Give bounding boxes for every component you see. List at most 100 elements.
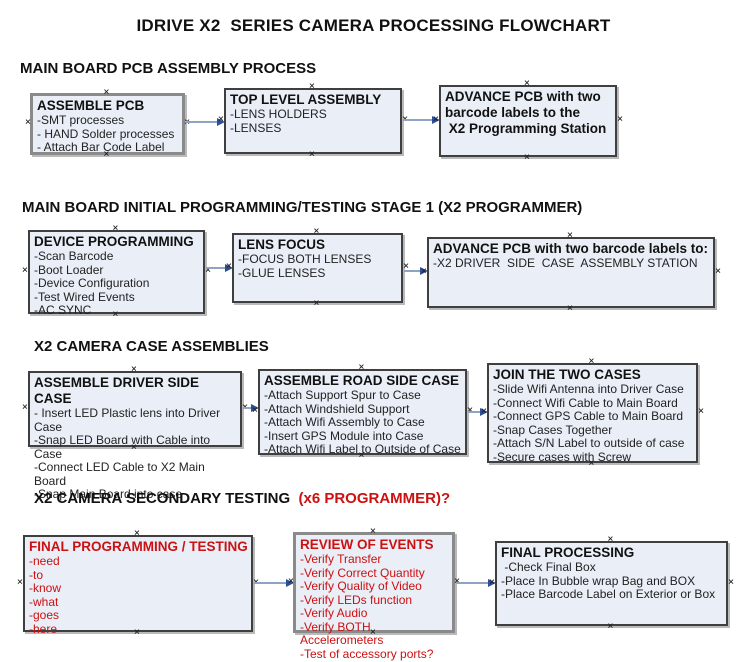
connector-handle-icon: × (103, 149, 110, 160)
section-heading-text: X2 CAMERA SECONDARY TESTING (34, 490, 299, 507)
flow-step-item: -Connect GPS Cable to Main Board (493, 409, 684, 423)
flow-step-item: -Attach Wifi Label to Outside of Case (264, 442, 461, 456)
connector-handle-icon: × (309, 81, 315, 92)
connector-handle-icon: × (134, 627, 140, 638)
box-title: DEVICE PROGRAMMING (34, 234, 194, 249)
flow-box-review-of-events[interactable]: × × × × REVIEW OF EVENTS -Verify Transfe… (288, 527, 460, 661)
flow-arrow[interactable] (243, 404, 259, 412)
connector-handle-icon: × (309, 149, 315, 160)
section-heading-case-assemblies: X2 CAMERA CASE ASSEMBLIES (34, 338, 269, 355)
flow-arrow[interactable] (403, 116, 440, 124)
flow-step-item: -Device Configuration (34, 276, 150, 290)
section-heading-text: MAIN BOARD INITIAL PROGRAMMING/TESTING S… (22, 199, 583, 216)
connector-handle-icon: × (134, 528, 140, 539)
box-title: REVIEW OF EVENTS (300, 537, 434, 552)
flow-step-item: -Verify Quality of Video (300, 579, 422, 593)
connector-handle-icon: × (205, 265, 211, 276)
flow-step-item: -Slide Wifi Antenna into Driver Case (493, 382, 684, 396)
flow-step-item: -Verify Transfer (300, 552, 382, 566)
connector-handle-icon: × (184, 118, 190, 128)
flow-box-final-processing[interactable]: × × × × FINAL PROCESSING -Check Final Bo… (489, 535, 734, 632)
flow-step-item: - Insert LED Plastic lens into Driver Ca… (34, 406, 224, 434)
flow-box-lens-focus[interactable]: × × × × LENS FOCUS -FOCUS BOTH LENSES -G… (226, 227, 409, 309)
connector-handle-icon: × (467, 406, 473, 416)
connector-handle-icon: × (25, 117, 31, 128)
flow-step-item: -know (29, 581, 62, 595)
connector-handle-icon: × (403, 261, 409, 272)
box-title: ASSEMBLE PCB (37, 98, 145, 113)
connector-handle-icon: × (226, 261, 232, 272)
connector-handle-icon: × (313, 226, 320, 237)
connector-handle-icon: × (112, 309, 119, 320)
flow-step-item: -LENS HOLDERS (230, 107, 327, 121)
flow-step-item: -Attach Windshield Support (264, 401, 410, 416)
flow-step-item: -FOCUS BOTH LENSES (238, 252, 372, 266)
box-title: LENS FOCUS (238, 237, 326, 252)
connector-handle-icon: × (288, 575, 294, 587)
connector-handle-icon: × (481, 406, 487, 417)
box-title: ADVANCE PCB with two barcode labels to: (433, 241, 709, 256)
flow-step-item: -Snap LED Board with Cable into Case (34, 433, 214, 461)
section-heading-initial-programming: MAIN BOARD INITIAL PROGRAMMING/TESTING S… (22, 199, 582, 216)
flow-box-assemble-pcb[interactable]: × × × × ASSEMBLE PCB -SMT processes - HA… (25, 88, 190, 160)
flow-step-item: -Test Wired Events (34, 289, 135, 304)
section-heading-text: MAIN BOARD PCB ASSEMBLY PROCESS (20, 60, 317, 77)
flow-step-item: -Attach S/N Label to outside of case (493, 436, 685, 450)
flow-arrow[interactable] (404, 267, 428, 275)
flow-step-item: -Verify LEDs function (300, 592, 413, 607)
connector-handle-icon: × (103, 87, 110, 98)
flow-box-advance-pcb-driver-side-station[interactable]: × × × × ADVANCE PCB with two barcode lab… (421, 231, 721, 314)
connector-handle-icon: × (313, 298, 320, 309)
flow-step-item: -AC SYNC (34, 303, 92, 317)
connector-handle-icon: × (489, 576, 495, 588)
flow-arrow[interactable] (468, 408, 488, 416)
connector-handle-icon: × (252, 405, 258, 416)
flow-step-item: -Check Final Box (501, 560, 596, 574)
connector-handle-icon: × (715, 265, 721, 277)
flow-step-item: -here (29, 621, 58, 636)
flow-box-final-programming-testing[interactable]: × × × × FINAL PROGRAMMING / TESTING -nee… (17, 529, 259, 638)
connector-handle-icon: × (607, 534, 614, 545)
page-title: IDRIVE X2 SERIES CAMERA PROCESSING FLOWC… (136, 16, 611, 35)
flow-step-item: -what (29, 594, 59, 609)
flow-step-item: -Connect LED Cable to X2 Main Board (34, 460, 209, 488)
flow-step-item: -Scan Barcode (34, 249, 114, 263)
connector-handle-icon: × (358, 362, 365, 373)
box-title: JOIN THE TWO CASES (493, 367, 641, 382)
flow-arrow[interactable] (186, 118, 225, 126)
connector-handle-icon: × (22, 402, 28, 413)
connector-handle-icon: × (454, 575, 460, 587)
box-title: ASSEMBLE ROAD SIDE CASE (264, 373, 460, 388)
section-heading-secondary-testing: X2 CAMERA SECONDARY TESTING (x6 PROGRAMM… (34, 490, 450, 507)
flow-box-join-the-two-cases[interactable]: × × × × JOIN THE TWO CASES -Slide Wifi A… (481, 357, 704, 469)
connector-handle-icon: × (617, 114, 623, 125)
flow-step-item: -Verify Correct Quantity (300, 565, 425, 580)
box-title: ASSEMBLE DRIVER SIDE CASE (34, 375, 203, 406)
box-title: FINAL PROGRAMMING / TESTING (29, 539, 248, 554)
flow-box-device-programming[interactable]: × × × × DEVICE PROGRAMMING -Scan Barcode… (22, 224, 211, 320)
box-title: TOP LEVEL ASSEMBLY (230, 92, 382, 107)
flow-step-item: -Test of accessory ports? (300, 646, 434, 661)
flow-arrow[interactable] (254, 579, 294, 587)
connector-handle-icon: × (728, 576, 734, 588)
section-heading-suffix: (x6 PROGRAMMER)? (298, 490, 451, 507)
connector-handle-icon: × (358, 450, 365, 461)
box-title: FINAL PROCESSING (501, 545, 635, 560)
box-title: ADVANCE PCB with two barcode labels to t… (445, 89, 607, 136)
flow-box-assemble-road-side-case[interactable]: × × × × ASSEMBLE ROAD SIDE CASE -Attach … (252, 363, 473, 461)
flow-step-item: -Attach Support Spur to Case (264, 388, 421, 402)
connector-handle-icon: × (698, 406, 704, 417)
flow-arrow[interactable] (456, 579, 496, 587)
connector-handle-icon: × (131, 364, 137, 375)
flow-step-item: -SMT processes (37, 113, 125, 127)
flow-box-top-level-assembly[interactable]: × × × × TOP LEVEL ASSEMBLY -LENS HOLDERS… (218, 82, 408, 160)
flow-step-item: -Snap Cases Together (493, 422, 613, 437)
flow-box-advance-pcb-programming-station[interactable]: × × × × ADVANCE PCB with two barcode lab… (433, 79, 623, 163)
connector-handle-icon: × (524, 152, 530, 163)
flow-box-assemble-driver-side-case[interactable]: × × × × ASSEMBLE DRIVER SIDE CASE - Inse… (22, 365, 248, 501)
flow-arrow[interactable] (206, 264, 233, 272)
flow-step-item: -Snap Main Board into case (34, 487, 183, 501)
connector-handle-icon: × (218, 114, 224, 125)
flow-step-item: -Attach Wifi Assembly to Case (264, 415, 425, 429)
